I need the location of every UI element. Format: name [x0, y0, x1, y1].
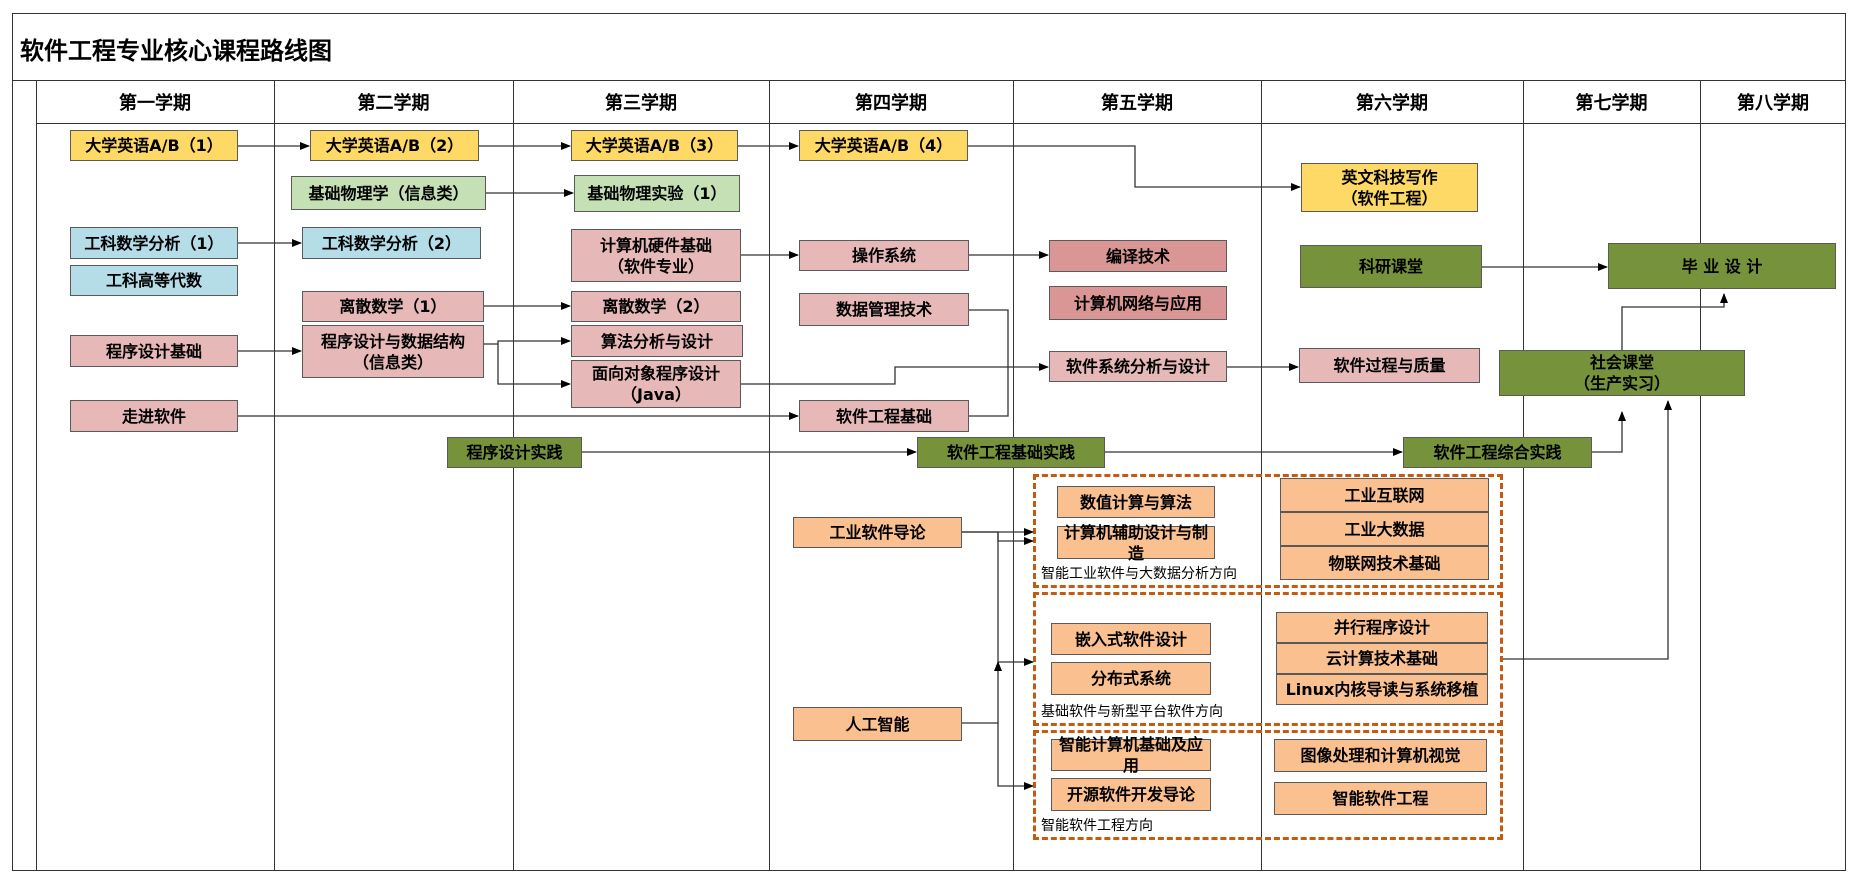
- course-compiler: 编译技术: [1049, 240, 1227, 272]
- course-math-analysis-1: 工科数学分析（1）: [70, 227, 238, 259]
- course-computer-vision: 图像处理和计算机视觉: [1274, 739, 1487, 772]
- course-iiot: 工业互联网: [1280, 478, 1489, 512]
- course-database: 数据管理技术: [799, 293, 969, 326]
- track-label-platform: 基础软件与新型平台软件方向: [1041, 704, 1223, 720]
- course-intelligent-se: 智能软件工程: [1274, 782, 1487, 815]
- course-english-writing: 英文科技写作 （软件工程）: [1301, 163, 1478, 212]
- course-social-practice: 社会课堂 （生产实习）: [1499, 350, 1745, 396]
- track-group-industrial: [1033, 474, 1503, 588]
- course-physics-lab: 基础物理实验（1）: [574, 175, 740, 212]
- semester-header-5: 第五学期: [1101, 93, 1173, 114]
- arrow-ds-oop: [497, 344, 571, 388]
- course-industrial-software: 工业软件导论: [793, 517, 962, 548]
- course-programming-basics: 程序设计基础: [70, 335, 238, 367]
- arrow-ai-g2: [962, 661, 1002, 724]
- header-divider: [36, 123, 1846, 124]
- track-label-intelligent: 智能软件工程方向: [1041, 818, 1153, 834]
- course-cloud: 云计算技术基础: [1276, 643, 1488, 674]
- course-industrial-bigdata: 工业大数据: [1280, 512, 1489, 546]
- course-algebra: 工科高等代数: [70, 265, 238, 296]
- course-english-2: 大学英语A/B（2）: [310, 130, 479, 161]
- semester-header-1: 第一学期: [119, 93, 191, 114]
- course-programming-practice: 程序设计实践: [447, 437, 582, 468]
- course-numerical: 数值计算与算法: [1057, 486, 1215, 518]
- column-divider: [274, 81, 275, 871]
- course-discrete-1: 离散数学（1）: [302, 291, 484, 322]
- course-ai: 人工智能: [793, 707, 962, 741]
- course-os: 操作系统: [799, 240, 969, 271]
- course-ai-computing: 智能计算机基础及应用: [1051, 735, 1211, 775]
- course-english-1: 大学英语A/B（1）: [70, 130, 238, 161]
- arrow-g2-social: [1503, 400, 1672, 660]
- course-distributed: 分布式系统: [1051, 662, 1211, 695]
- arrow-eng4-writing: [968, 145, 1301, 191]
- course-network: 计算机网络与应用: [1049, 286, 1227, 320]
- course-data-structures: 程序设计与数据结构 （信息类）: [302, 325, 484, 378]
- column-divider: [769, 81, 770, 871]
- course-iot: 物联网技术基础: [1280, 546, 1489, 580]
- course-physics: 基础物理学（信息类）: [291, 176, 486, 210]
- arrow-ai-g3: [997, 723, 1034, 790]
- page-title: 软件工程专业核心课程路线图: [20, 37, 332, 65]
- course-oop: 面向对象程序设计 （Java）: [571, 360, 741, 408]
- course-hardware: 计算机硬件基础 （软件专业）: [571, 229, 741, 282]
- arrow-indsw-g2: [962, 531, 1034, 666]
- semester-header-4: 第四学期: [855, 93, 927, 114]
- arrow-oop-sa: [741, 363, 1049, 385]
- course-linux: Linux内核导读与系统移植: [1276, 674, 1488, 705]
- semester-header-3: 第三学期: [605, 93, 677, 114]
- course-math-analysis-2: 工科数学分析（2）: [302, 227, 481, 259]
- course-opensource: 开源软件开发导论: [1051, 778, 1211, 811]
- track-label-industrial: 智能工业软件与大数据分析方向: [1041, 566, 1237, 582]
- course-algorithms: 算法分析与设计: [571, 325, 743, 357]
- column-divider: [1523, 81, 1524, 871]
- course-se-basics: 软件工程基础: [799, 400, 969, 432]
- course-discrete-2: 离散数学（2）: [571, 291, 741, 322]
- semester-header-8: 第八学期: [1737, 93, 1809, 114]
- arrow-social-thesis: [1621, 293, 1728, 350]
- title-bar: 软件工程专业核心课程路线图: [12, 13, 1846, 81]
- track-group-intelligent: [1033, 730, 1503, 840]
- course-se-practice: 软件工程基础实践: [917, 437, 1105, 468]
- course-english-4: 大学英语A/B（4）: [799, 130, 968, 161]
- track-group-platform: [1033, 592, 1503, 726]
- semester-header-7: 第七学期: [1575, 93, 1648, 114]
- semester-header-6: 第六学期: [1356, 93, 1428, 114]
- course-research: 科研课堂: [1300, 245, 1482, 288]
- course-cad: 计算机辅助设计与制造: [1057, 523, 1215, 563]
- column-divider: [1700, 81, 1701, 871]
- course-se-comprehensive-practice: 软件工程综合实践: [1403, 437, 1592, 468]
- column-divider: [1013, 81, 1014, 871]
- course-parallel: 并行程序设计: [1276, 612, 1488, 643]
- column-divider: [36, 81, 37, 871]
- course-intro-software: 走进软件: [70, 400, 238, 432]
- semester-header-2: 第二学期: [357, 93, 430, 114]
- arrow-indsw-g1b: [997, 532, 1034, 545]
- course-thesis: 毕 业 设 计: [1608, 243, 1836, 289]
- course-system-analysis: 软件系统分析与设计: [1049, 351, 1227, 382]
- arrow-db-sebasic: [969, 309, 1009, 417]
- course-embedded: 嵌入式软件设计: [1051, 623, 1211, 655]
- arrow-ds-algo: [484, 337, 571, 345]
- diagram-frame: [12, 13, 1846, 871]
- column-divider: [513, 81, 514, 871]
- course-process-quality: 软件过程与质量: [1299, 348, 1480, 383]
- arrow-comp-social: [1592, 411, 1626, 453]
- course-english-3: 大学英语A/B（3）: [571, 130, 738, 161]
